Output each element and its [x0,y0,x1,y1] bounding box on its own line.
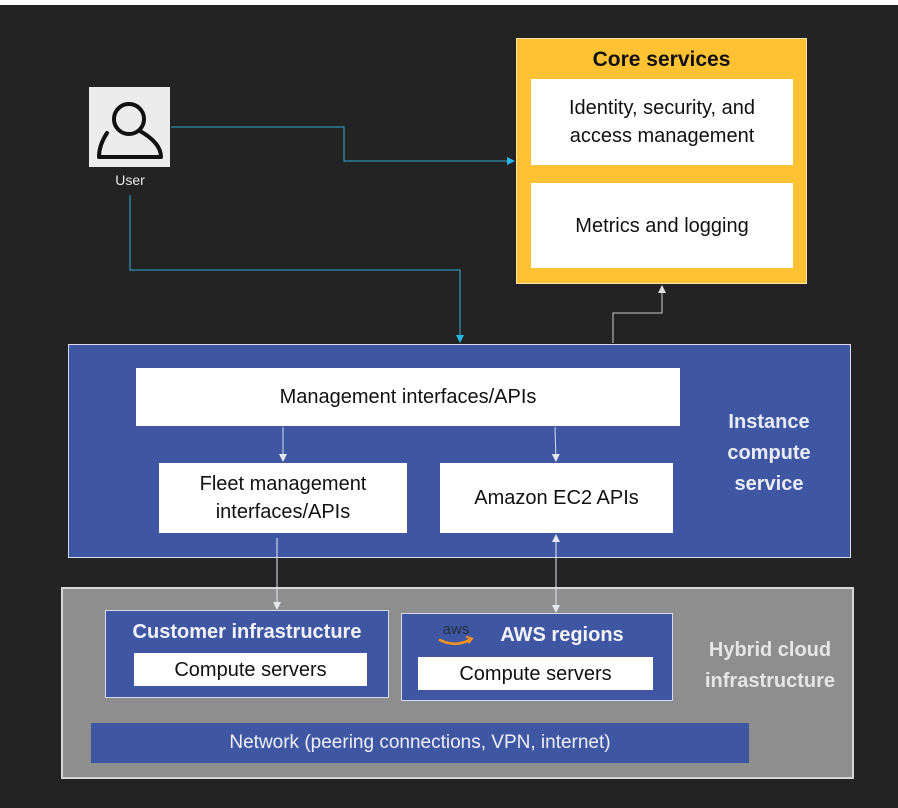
aws-regions-title: AWS regions [500,623,624,646]
metrics-label: Metrics and logging [575,214,749,237]
aws-logo-icon: aws [436,620,476,650]
core-services-title: Core services [592,48,731,71]
identity-line-2: access management [569,125,755,147]
aws-logo-text: aws [443,621,470,638]
hybrid-line-1: Hybrid cloud [708,639,832,661]
metrics-and-logging: Metrics and logging [531,183,793,268]
identity-line-1: Identity, security, and [568,97,755,119]
instance-line-1: Instance [728,410,810,433]
management-interfaces: Management interfaces/APIs [136,368,680,426]
customer-infrastructure-title: Customer infrastructure [132,620,362,643]
user-node [89,87,170,167]
customer-compute-servers: Compute servers [134,653,367,686]
identity-security-access-management: Identity, security, and access managemen… [531,79,793,165]
hybrid-cloud-label: Hybrid cloud infrastructure [685,633,855,699]
aws-compute-servers: Compute servers [418,657,653,690]
instance-line-3: service [734,472,804,495]
core-services: Core services Identity, security, and ac… [516,38,807,284]
instance-compute-service: Management interfaces/APIs Fleet managem… [68,344,851,558]
fleet-line-2: interfaces/APIs [215,501,351,523]
instance-line-2: compute [727,441,811,464]
network-bar: Network (peering connections, VPN, inter… [91,723,749,763]
fleet-line-1: Fleet management [199,473,367,495]
aws-regions: aws AWS regions Compute servers [401,613,673,701]
user-label: User [115,172,145,188]
hybrid-line-2: infrastructure [704,670,836,692]
hybrid-cloud-infrastructure: Customer infrastructure Compute servers … [61,587,854,779]
customer-infrastructure: Customer infrastructure Compute servers [105,610,389,698]
user-icon [97,102,163,159]
amazon-ec2-apis: Amazon EC2 APIs [440,463,673,533]
instance-compute-label: Instance compute service [689,405,849,501]
fleet-management: Fleet management interfaces/APIs [159,463,407,533]
